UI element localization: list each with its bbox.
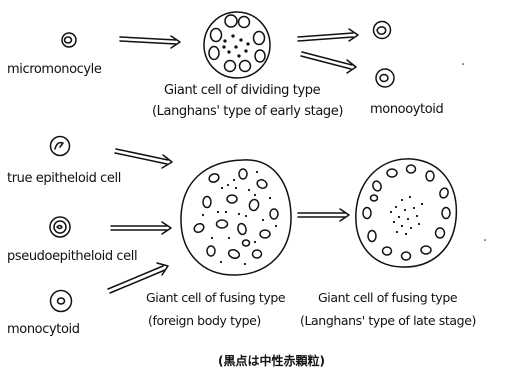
label-monocytoid-right: monooytoid	[370, 103, 443, 116]
dividing-giant-cell	[204, 12, 270, 78]
arrow-true-epithelioid-to-fusing	[115, 149, 172, 168]
arrow-micromonocyte-to-dividing	[120, 36, 180, 48]
label-fusing-foreign-line1: Giant cell of fusing type	[146, 292, 285, 305]
label-fusing-late-line1: Giant cell of fusing type	[318, 292, 457, 305]
arrow-foreign-to-late-stage	[298, 209, 349, 221]
arrow-pseudoepithelioid-to-fusing	[111, 222, 171, 234]
label-pseudoepithelioid: pseudoepitheloid cell	[7, 250, 137, 263]
label-dividing-type-line1: Giant cell of dividing type	[164, 84, 320, 97]
true-epithelioid-cell	[51, 137, 70, 156]
micromonocyte-cell	[62, 33, 76, 47]
fusing-foreign-granules	[202, 171, 277, 265]
label-micromonocyte: micromonocyle	[7, 63, 102, 76]
label-dividing-type-line2: (Langhans' type of early stage)	[152, 105, 343, 118]
arrow-dividing-to-upper-product	[298, 29, 358, 41]
label-true-epithelioid: true epitheloid cell	[7, 172, 121, 185]
arrow-dividing-to-monocytoid	[301, 52, 356, 73]
footnote: (黒点は中性赤顆粒)	[218, 355, 325, 367]
label-fusing-foreign-line2: (foreign body type)	[148, 315, 261, 328]
label-fusing-late-line2: (Langhans' type of late stage)	[300, 315, 476, 328]
product-cell-upper	[374, 22, 391, 39]
fusing-giant-cell-late-stage	[356, 159, 457, 267]
label-monocytoid-left: monocytoid	[7, 323, 80, 336]
fusing-giant-cell-foreign-body	[181, 160, 291, 275]
pseudoepithelioid-cell	[50, 217, 70, 237]
monocytoid-cell-right	[376, 69, 394, 87]
arrow-monocytoid-to-fusing	[108, 263, 168, 293]
monocytoid-cell-left	[51, 291, 72, 312]
fusing-late-granules	[390, 196, 423, 235]
